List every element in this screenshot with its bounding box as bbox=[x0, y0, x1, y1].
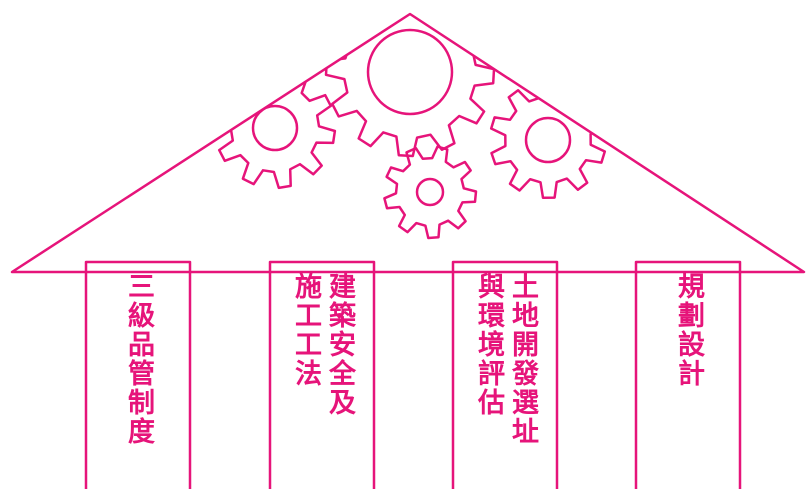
gear-outline bbox=[383, 145, 478, 240]
pillar-text-line: 土地開發選址 bbox=[507, 272, 538, 446]
gear-icon bbox=[383, 145, 478, 240]
pillar-4 bbox=[634, 260, 742, 489]
pillar-text-line: 規劃設計 bbox=[673, 272, 704, 388]
pillar-text-line: 施工工法 bbox=[290, 272, 321, 388]
gear-icon bbox=[489, 80, 607, 200]
pillar-2 bbox=[268, 260, 376, 489]
pillar-label-quality-control: 三級品管制度 bbox=[86, 272, 190, 446]
gear-hole bbox=[366, 28, 454, 116]
pillar-1 bbox=[84, 260, 192, 489]
pillar-text-line: 與環境評估 bbox=[473, 272, 504, 417]
gear-icon bbox=[324, 14, 496, 158]
pillar-label-construction-safety: 建築安全及施工工法 bbox=[270, 272, 374, 417]
gear-outline bbox=[324, 14, 496, 158]
pillar-label-site-selection: 土地開發選址與環境評估 bbox=[453, 272, 557, 446]
gear-hole bbox=[251, 104, 299, 152]
pillar-3 bbox=[451, 260, 559, 489]
pillar-label-planning-design: 規劃設計 bbox=[636, 272, 740, 388]
gear-hole bbox=[524, 116, 572, 164]
pillar-text-line: 建築安全及 bbox=[324, 272, 355, 417]
roof bbox=[10, 12, 806, 274]
pillar-text-line: 三級品管制度 bbox=[123, 272, 154, 446]
gear-hole bbox=[415, 177, 445, 207]
gear-outline bbox=[489, 80, 607, 200]
